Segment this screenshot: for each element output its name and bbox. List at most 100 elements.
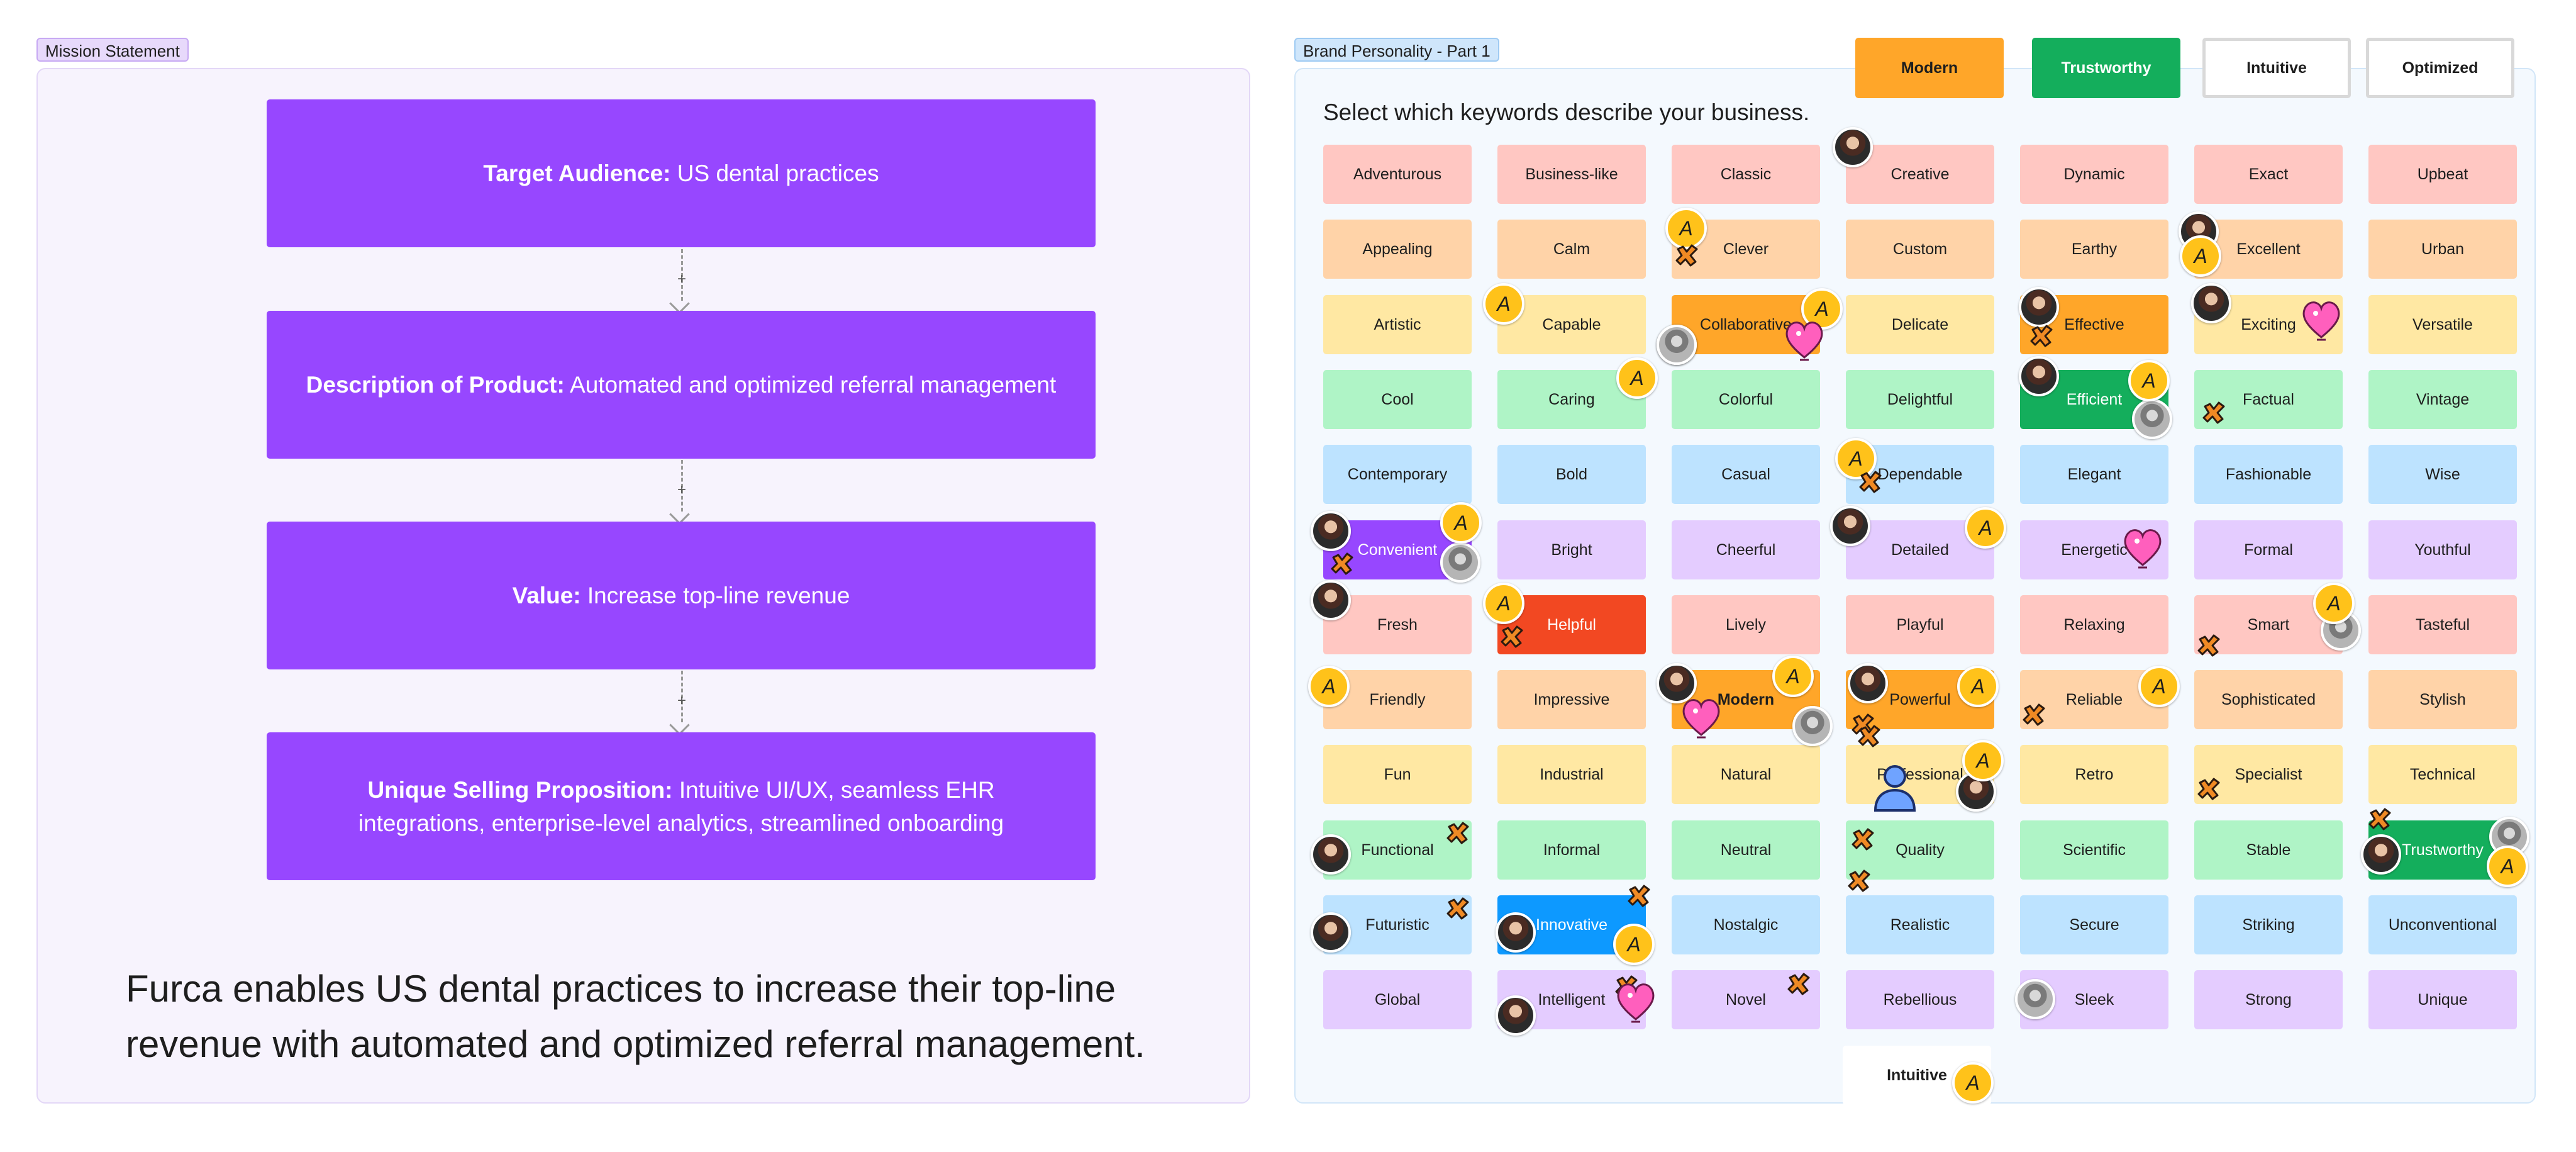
avatar-initial: A	[1483, 583, 1524, 624]
target-audience-box[interactable]: Target Audience: US dental practices	[267, 99, 1096, 247]
mission-summary-text[interactable]: Furca enables US dental practices to inc…	[126, 968, 1145, 1065]
keyword-card-rebellious[interactable]: Rebellious	[1846, 970, 1994, 1029]
keyword-card-scientific[interactable]: Scientific	[2020, 820, 2168, 880]
x-sticker-icon	[1626, 883, 1652, 909]
keyword-card-unconventional[interactable]: Unconventional	[2368, 895, 2517, 954]
keyword-card-exact[interactable]: Exact	[2194, 145, 2343, 204]
keyword-card-secure[interactable]: Secure	[2020, 895, 2168, 954]
keyword-card-informal[interactable]: Informal	[1497, 820, 1646, 880]
keyword-card-lively[interactable]: Lively	[1672, 595, 1820, 654]
keyword-card-versatile[interactable]: Versatile	[2368, 295, 2517, 354]
box-text: Increase top-line revenue	[580, 583, 850, 608]
avatar-initial: A	[1957, 666, 1999, 707]
keyword-card-tasteful[interactable]: Tasteful	[2368, 595, 2517, 654]
keyword-card-fun[interactable]: Fun	[1323, 745, 1472, 804]
avatar	[1830, 506, 1870, 546]
keyword-card-strong[interactable]: Strong	[2194, 970, 2343, 1029]
avatar	[1440, 542, 1480, 583]
keyword-card-classic[interactable]: Classic	[1672, 145, 1820, 204]
plus-icon[interactable]: +	[677, 271, 686, 288]
mission-statement-frame-label[interactable]: Mission Statement	[36, 38, 189, 62]
keyword-card-bright[interactable]: Bright	[1497, 520, 1646, 579]
avatar	[1496, 912, 1536, 953]
keyword-card-upbeat[interactable]: Upbeat	[2368, 145, 2517, 204]
connector: +	[669, 460, 690, 525]
legend-trustworthy[interactable]: Trustworthy	[2032, 38, 2180, 98]
keyword-card-striking[interactable]: Striking	[2194, 895, 2343, 954]
keyword-card-artistic[interactable]: Artistic	[1323, 295, 1472, 354]
x-sticker-icon	[1850, 827, 1875, 852]
keyword-card-casual[interactable]: Casual	[1672, 445, 1820, 504]
keyword-card-natural[interactable]: Natural	[1672, 745, 1820, 804]
x-sticker-icon	[2196, 633, 2221, 658]
keyword-card-calm[interactable]: Calm	[1497, 220, 1646, 279]
keyword-card-nostalgic[interactable]: Nostalgic	[1672, 895, 1820, 954]
avatar-initial: A	[1772, 656, 1814, 697]
keyword-card-dynamic[interactable]: Dynamic	[2020, 145, 2168, 204]
plus-icon[interactable]: +	[677, 692, 686, 709]
keyword-card-urban[interactable]: Urban	[2368, 220, 2517, 279]
legend-modern[interactable]: Modern	[1855, 38, 2004, 98]
keyword-card-unique[interactable]: Unique	[2368, 970, 2517, 1029]
keyword-card-vintage[interactable]: Vintage	[2368, 370, 2517, 429]
x-sticker-icon	[2196, 776, 2221, 802]
keyword-card-caring[interactable]: Caring	[1497, 370, 1646, 429]
brand-prompt[interactable]: Select which keywords describe your busi…	[1323, 99, 1810, 125]
unique-selling-proposition-box[interactable]: Unique Selling Proposition: Intuitive UI…	[267, 732, 1096, 880]
keyword-card-colorful[interactable]: Colorful	[1672, 370, 1820, 429]
x-sticker-icon	[1445, 820, 1470, 846]
keyword-card-retro[interactable]: Retro	[2020, 745, 2168, 804]
heart-sticker-icon	[2121, 521, 2165, 571]
brand-personality-frame-label[interactable]: Brand Personality - Part 1	[1294, 38, 1499, 62]
avatar	[2015, 979, 2055, 1019]
legend-intuitive[interactable]: Intuitive	[2202, 38, 2351, 98]
keyword-card-youthful[interactable]: Youthful	[2368, 520, 2517, 579]
keyword-card-delightful[interactable]: Delightful	[1846, 370, 1994, 429]
keyword-card-bold[interactable]: Bold	[1497, 445, 1646, 504]
box-text: Intuitive UI/UX, seamless EHR integratio…	[358, 776, 1004, 836]
keyword-card-adventurous[interactable]: Adventurous	[1323, 145, 1472, 204]
legend-optimized[interactable]: Optimized	[2366, 38, 2514, 98]
avatar	[1848, 663, 1888, 703]
x-sticker-icon	[1858, 469, 1883, 495]
keyword-card-industrial[interactable]: Industrial	[1497, 745, 1646, 804]
keyword-card-stylish[interactable]: Stylish	[2368, 670, 2517, 729]
keyword-card-delicate[interactable]: Delicate	[1846, 295, 1994, 354]
x-sticker-icon	[1786, 971, 1811, 997]
plus-icon[interactable]: +	[677, 481, 686, 498]
keyword-card-neutral[interactable]: Neutral	[1672, 820, 1820, 880]
avatar-initial: A	[1440, 502, 1482, 544]
x-sticker-icon	[1674, 243, 1699, 268]
keyword-card-business-like[interactable]: Business-like	[1497, 145, 1646, 204]
keyword-card-elegant[interactable]: Elegant	[2020, 445, 2168, 504]
keyword-card-custom[interactable]: Custom	[1846, 220, 1994, 279]
keyword-card-fashionable[interactable]: Fashionable	[2194, 445, 2343, 504]
box-text: US dental practices	[670, 160, 879, 186]
keyword-card-specialist[interactable]: Specialist	[2194, 745, 2343, 804]
keyword-card-contemporary[interactable]: Contemporary	[1323, 445, 1472, 504]
keyword-card-formal[interactable]: Formal	[2194, 520, 2343, 579]
keyword-card-appealing[interactable]: Appealing	[1323, 220, 1472, 279]
keyword-card-global[interactable]: Global	[1323, 970, 1472, 1029]
avatar-initial: A	[1952, 1062, 1994, 1104]
description-of-product-box[interactable]: Description of Product: Automated and op…	[267, 311, 1096, 459]
keyword-card-technical[interactable]: Technical	[2368, 745, 2517, 804]
keyword-card-stable[interactable]: Stable	[2194, 820, 2343, 880]
keyword-card-impressive[interactable]: Impressive	[1497, 670, 1646, 729]
keyword-card-earthy[interactable]: Earthy	[2020, 220, 2168, 279]
keyword-card-playful[interactable]: Playful	[1846, 595, 1994, 654]
value-box[interactable]: Value: Increase top-line revenue	[267, 522, 1096, 669]
avatar-initial: A	[1665, 208, 1707, 249]
avatar	[1657, 663, 1697, 703]
keyword-card-realistic[interactable]: Realistic	[1846, 895, 1994, 954]
avatar-initial: A	[1835, 438, 1877, 479]
x-sticker-icon	[2029, 323, 2054, 349]
keyword-card-relaxing[interactable]: Relaxing	[2020, 595, 2168, 654]
keyword-card-cheerful[interactable]: Cheerful	[1672, 520, 1820, 579]
avatar	[2361, 834, 2401, 875]
heart-sticker-icon	[1782, 313, 1826, 364]
keyword-card-wise[interactable]: Wise	[2368, 445, 2517, 504]
keyword-card-cool[interactable]: Cool	[1323, 370, 1472, 429]
avatar	[2191, 283, 2231, 323]
keyword-card-sophisticated[interactable]: Sophisticated	[2194, 670, 2343, 729]
